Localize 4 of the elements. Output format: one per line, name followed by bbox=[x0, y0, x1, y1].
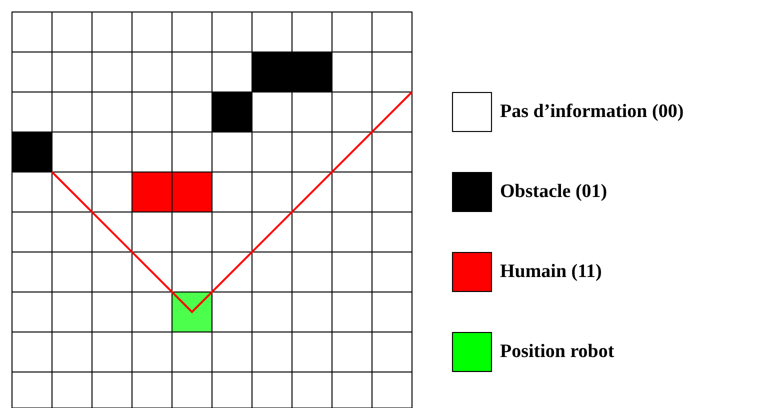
legend-label: Humain (11) bbox=[500, 260, 602, 284]
legend-label: Pas d’information (00) bbox=[500, 100, 684, 124]
legend-label: Position robot bbox=[500, 340, 614, 364]
legend-label: Obstacle (01) bbox=[500, 180, 608, 204]
